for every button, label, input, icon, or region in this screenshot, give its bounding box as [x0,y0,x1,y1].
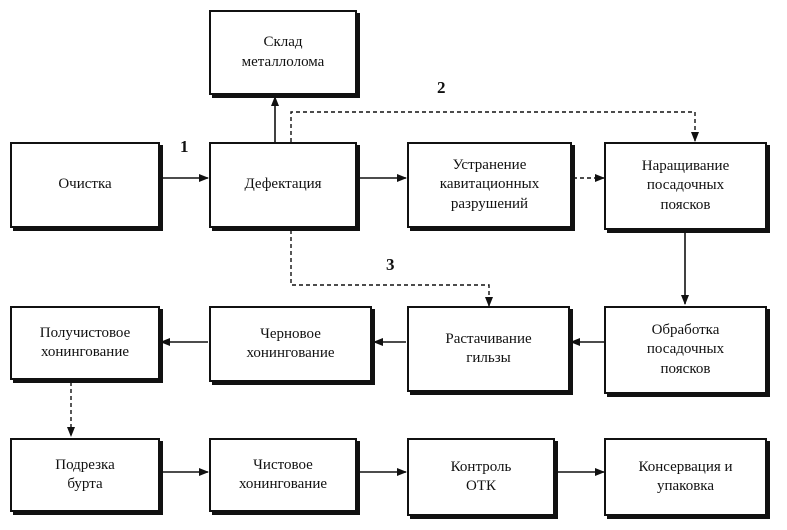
node-poluchistovoe-honingovanie: Получистовое хонингование [10,306,160,380]
route-label-1: 1 [180,137,189,156]
route-2-dashed [290,111,699,142]
node-konservaciya: Консервация и упаковка [604,438,767,516]
node-sklad-metallolома: Склад металлолома [209,10,357,95]
node-defektaciya: Дефектация [209,142,357,228]
node-ochistka: Очистка [10,142,160,228]
node-rastachivanie-gilzy: Растачивание гильзы [407,306,570,392]
route-3-dashed [290,230,493,307]
node-narashchivanie: Наращивание посадочных поясков [604,142,767,230]
node-ustranenie: Устранение кавитационных разрушений [407,142,572,228]
node-podrezka-burta: Подрезка бурта [10,438,160,512]
node-kontrol-otk: Контроль ОТК [407,438,555,516]
node-obrabotka: Обработка посадочных поясков [604,306,767,394]
node-chernovoe-honingovanie: Черновое хонингование [209,306,372,382]
route-label-3: 3 [386,255,395,274]
node-chistovoe-honingovanie: Чистовое хонингование [209,438,357,512]
route-label-2: 2 [437,78,446,97]
